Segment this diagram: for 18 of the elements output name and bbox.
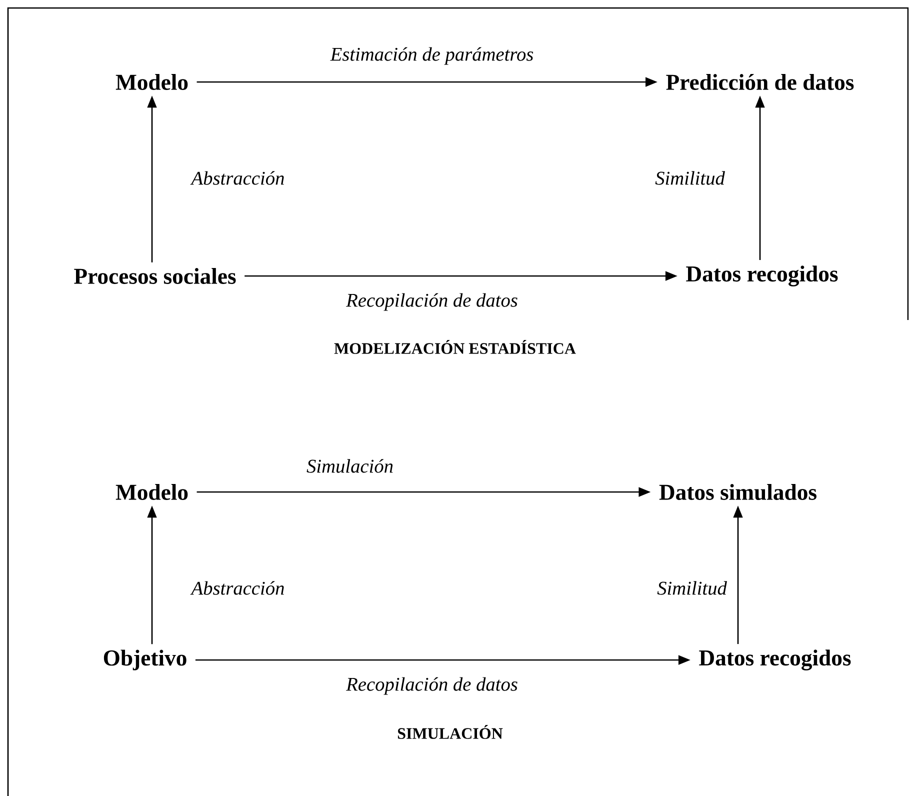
edge-label: Simulación <box>306 459 393 473</box>
node-label: Objetivo <box>104 650 186 670</box>
edge-label: Estimación de parámetros <box>330 47 534 65</box>
node-label: Procesos sociales <box>74 268 236 284</box>
edge-label: Recopilación de datos <box>346 293 518 311</box>
node-label: Modelo <box>116 484 188 500</box>
node-label: Modelo <box>116 74 188 90</box>
edge-label: Similitud <box>655 171 725 185</box>
section-heading: SIMULACIÓN <box>398 725 503 739</box>
node-label: Datos recogidos <box>686 266 838 286</box>
edge-label: Recopilación de datos <box>346 677 518 695</box>
node-label: Datos recogidos <box>699 650 851 670</box>
section-heading: MODELIZACIÓN ESTADÍSTICA <box>334 340 576 354</box>
edge-label: Similitud <box>657 581 727 595</box>
node-label: Predicción de datos <box>666 74 854 90</box>
edge-label: Abstracción <box>190 171 284 185</box>
node-label: Datos simulados <box>659 484 816 500</box>
edge-label: Abstracción <box>190 581 284 595</box>
